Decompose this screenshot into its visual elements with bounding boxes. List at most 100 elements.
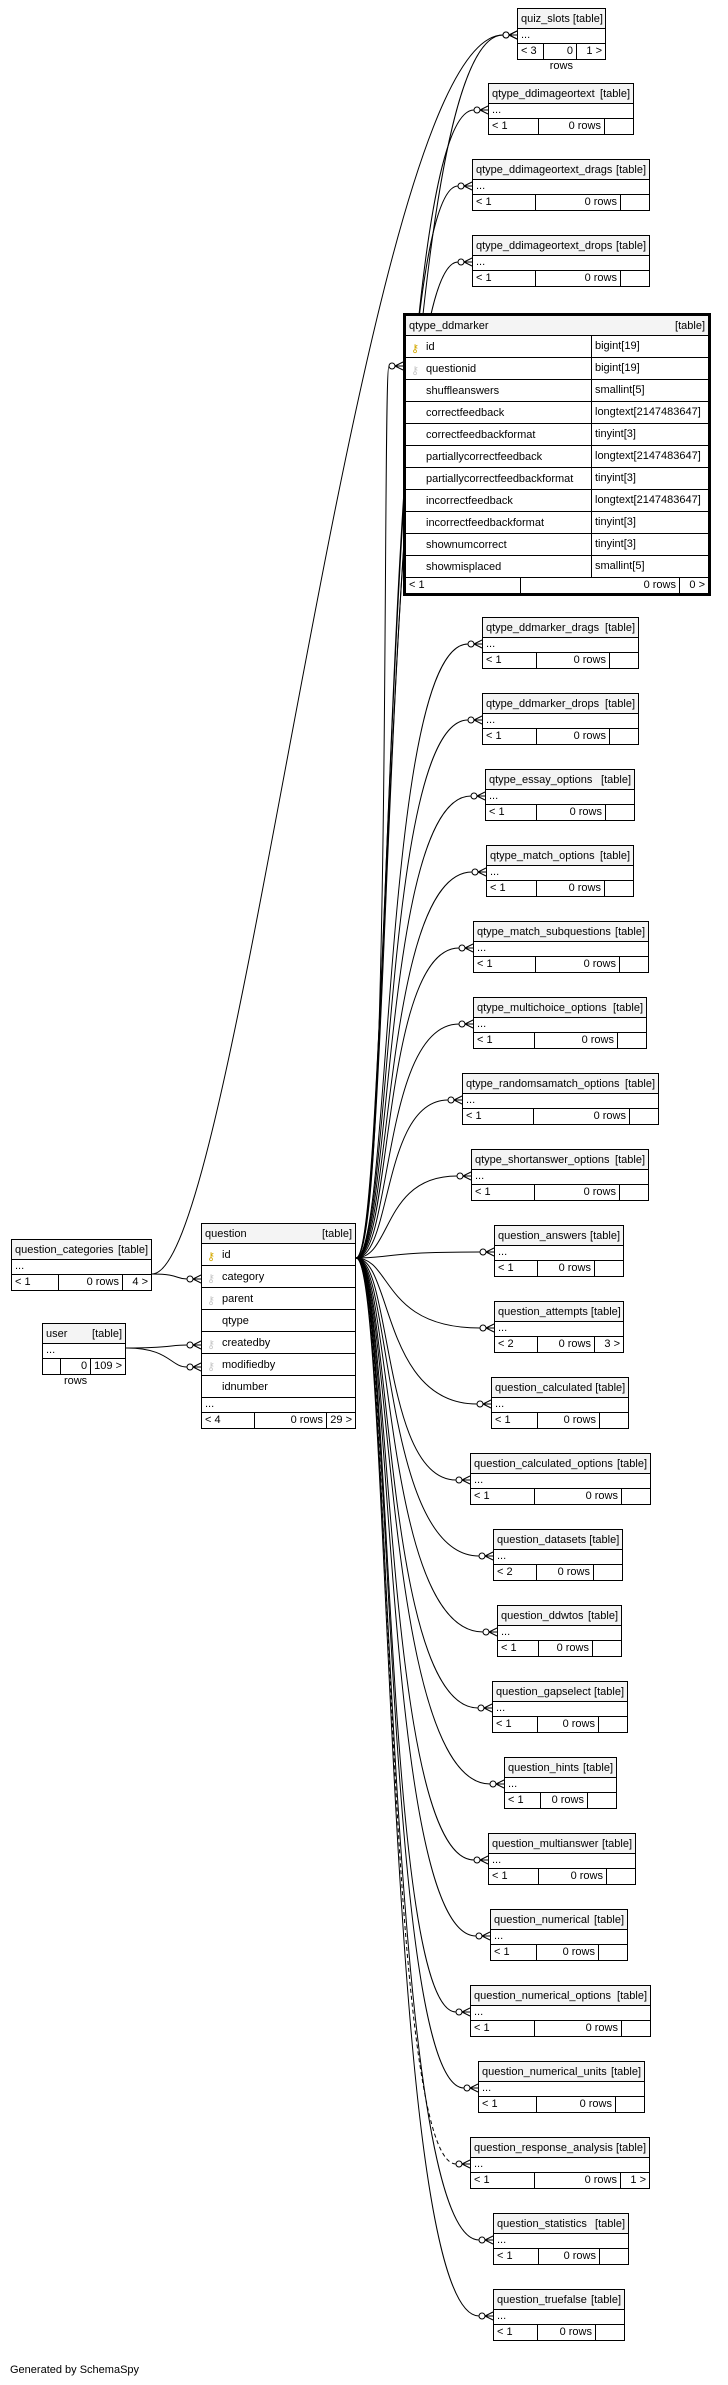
children-link[interactable] — [594, 1261, 623, 1276]
column-row[interactable]: ⚷createdby — [202, 1332, 355, 1354]
table-name-link[interactable]: question_gapselect — [496, 1685, 591, 1698]
parents-link[interactable]: < 1 — [15, 1276, 31, 1288]
children-link[interactable] — [604, 119, 633, 134]
table-name-link[interactable]: question_multianswer — [492, 1837, 599, 1850]
children-link[interactable] — [620, 271, 649, 286]
children-link[interactable] — [604, 881, 633, 896]
table-name-link[interactable]: question_datasets — [497, 1533, 587, 1546]
table-name-link[interactable]: qtype_shortanswer_options — [475, 1153, 610, 1166]
parents-link[interactable]: < 1 — [508, 1794, 524, 1806]
table-name-link[interactable]: quiz_slots — [521, 12, 570, 25]
children-link[interactable] — [606, 1869, 635, 1884]
children-link[interactable] — [598, 1717, 627, 1732]
children-link[interactable] — [605, 805, 634, 820]
parents-link[interactable]: < 1 — [474, 2174, 490, 2186]
table-name-link[interactable]: question_truefalse — [497, 2293, 587, 2306]
children-link[interactable] — [615, 2097, 644, 2112]
table-name-link[interactable]: question_ddwtos — [501, 1609, 584, 1622]
parents-link[interactable]: < 1 — [492, 120, 508, 132]
parents-link[interactable]: < 4 — [205, 1414, 221, 1426]
column-row[interactable]: qtype — [202, 1310, 355, 1332]
table-name-link[interactable]: question_attempts — [498, 1305, 588, 1318]
parents-link[interactable]: < 1 — [497, 2326, 513, 2338]
children-link[interactable]: 0 > — [679, 578, 708, 593]
table-name-link[interactable]: question_response_analysis — [474, 2141, 613, 2154]
parents-link[interactable]: < 1 — [501, 1642, 517, 1654]
parents-link[interactable]: < 2 — [497, 1566, 513, 1578]
children-link[interactable] — [592, 1641, 621, 1656]
parents-link[interactable]: < 1 — [490, 882, 506, 894]
children-link[interactable] — [619, 1185, 648, 1200]
table-name-link[interactable]: question_hints — [508, 1761, 579, 1774]
parents-link[interactable] — [43, 1359, 60, 1374]
children-link[interactable] — [593, 1565, 622, 1580]
parents-link[interactable]: < 1 — [482, 2098, 498, 2110]
parents-link[interactable]: < 1 — [486, 730, 502, 742]
table-name-link[interactable]: question_calculated_options — [474, 1457, 613, 1470]
column-row[interactable]: ⚷category — [202, 1266, 355, 1288]
table-name-link[interactable]: question_numerical_units — [482, 2065, 607, 2078]
table-name-link[interactable]: qtype_match_subquestions — [477, 925, 611, 938]
column-row[interactable]: ⚷modifiedby — [202, 1354, 355, 1376]
children-link[interactable] — [620, 195, 649, 210]
table-qtype-randomsamatch-options[interactable]: qtype_randomsamatch_options[table]...< 1… — [462, 1073, 659, 1125]
children-link[interactable] — [609, 653, 638, 668]
children-link[interactable] — [599, 2249, 628, 2264]
parents-link[interactable]: < 1 — [477, 1034, 493, 1046]
parents-link[interactable]: < 1 — [476, 272, 492, 284]
table-name-link[interactable]: question — [205, 1227, 247, 1240]
parents-link[interactable]: < 2 — [498, 1338, 514, 1350]
children-link[interactable] — [619, 957, 648, 972]
parents-link[interactable]: < 1 — [474, 2022, 490, 2034]
children-link[interactable] — [599, 1413, 628, 1428]
children-link[interactable] — [617, 1033, 646, 1048]
children-link[interactable]: 29 > — [326, 1413, 355, 1428]
children-link[interactable] — [587, 1793, 616, 1808]
children-link[interactable]: 109 > — [90, 1359, 125, 1374]
parents-link[interactable]: < 1 — [466, 1110, 482, 1122]
parents-link[interactable]: < 1 — [492, 1870, 508, 1882]
parents-link[interactable]: < 1 — [494, 1946, 510, 1958]
table-name-link[interactable]: question_calculated — [495, 1381, 593, 1394]
table-name-link[interactable]: qtype_ddimageortext — [492, 87, 595, 100]
parents-link[interactable]: < 1 — [489, 806, 505, 818]
table-name-link[interactable]: question_numerical_options — [474, 1989, 611, 2002]
parents-link[interactable]: < 1 — [474, 1490, 490, 1502]
column-row[interactable]: ⚷parent — [202, 1288, 355, 1310]
children-link[interactable]: 1 > — [576, 44, 605, 59]
parents-link[interactable]: < 1 — [486, 654, 502, 666]
table-name-link[interactable]: qtype_ddmarker — [409, 319, 489, 332]
table-name-link[interactable]: qtype_randomsamatch_options — [466, 1077, 620, 1090]
table-name-link[interactable]: question_categories — [15, 1243, 114, 1256]
children-link[interactable] — [598, 1945, 627, 1960]
